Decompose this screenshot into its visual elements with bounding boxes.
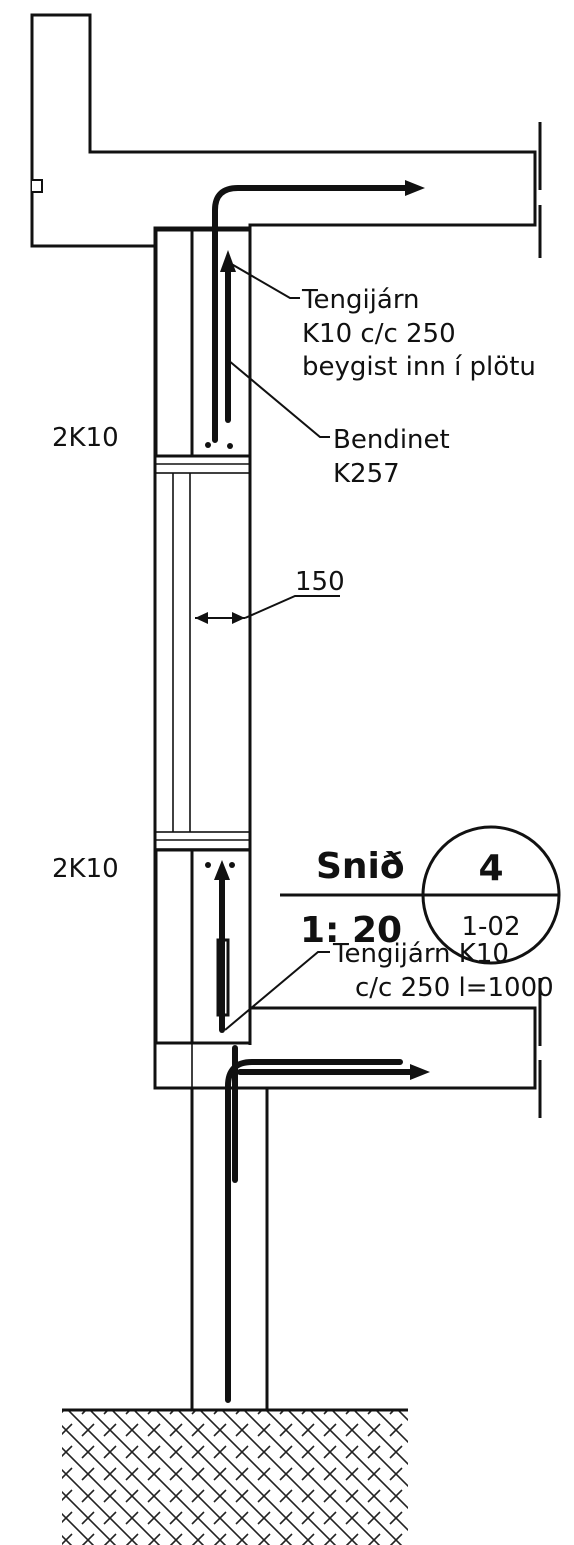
insulation-bottom bbox=[154, 848, 194, 1045]
label-dimension-150: 150 bbox=[295, 567, 345, 597]
svg-text:Snið: Snið bbox=[316, 846, 405, 887]
floor-slab bbox=[153, 1006, 537, 1090]
section-marker: Snið 1: 20 4 1-02 bbox=[280, 825, 561, 965]
svg-text:c/c 250 l=1000: c/c 250 l=1000 bbox=[355, 973, 554, 1003]
label-2k10-bottom: 2K10 bbox=[52, 854, 119, 884]
svg-text:K257: K257 bbox=[333, 459, 400, 489]
svg-text:Tengijárn K10: Tengijárn K10 bbox=[332, 939, 509, 969]
soil-hatch bbox=[62, 1410, 408, 1545]
label-tengijarn-bottom: Tengijárn K10 c/c 250 l=1000 bbox=[332, 939, 554, 1003]
label-2k10-top: 2K10 bbox=[52, 423, 119, 453]
rebar-top bbox=[205, 180, 425, 449]
leader-lines bbox=[195, 261, 340, 1031]
svg-text:Tengijárn: Tengijárn bbox=[301, 285, 420, 315]
svg-text:beygist inn í plötu: beygist inn í plötu bbox=[302, 352, 536, 382]
concrete-core-top bbox=[190, 228, 252, 458]
svg-text:K10 c/c 250: K10 c/c 250 bbox=[302, 319, 456, 349]
label-bendinet: Bendinet K257 bbox=[333, 425, 450, 489]
window-opening bbox=[154, 455, 251, 850]
svg-text:Bendinet: Bendinet bbox=[333, 425, 450, 455]
svg-text:1: 20: 1: 20 bbox=[300, 910, 402, 951]
insulation-top bbox=[154, 228, 194, 458]
rebar-bottom bbox=[205, 860, 430, 1403]
upper-concrete-slab bbox=[30, 13, 537, 248]
svg-text:1-02: 1-02 bbox=[461, 912, 520, 942]
svg-text:4: 4 bbox=[478, 848, 503, 889]
label-tengijarn-top: Tengijárn K10 c/c 250 beygist inn í plöt… bbox=[301, 285, 536, 382]
